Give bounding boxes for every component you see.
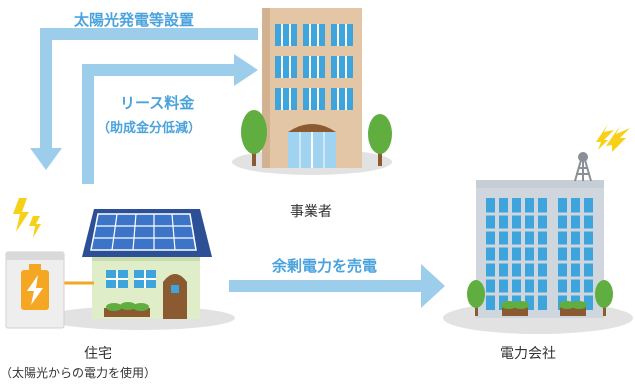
business-building bbox=[232, 8, 392, 175]
lease-fee-label: リース料金 bbox=[120, 94, 195, 112]
lease-note-label: （助成金分低減） bbox=[97, 121, 202, 136]
install-flow-label: 太陽光発電等設置 bbox=[74, 11, 195, 29]
battery-unit bbox=[5, 251, 65, 329]
lightning-icon bbox=[13, 198, 41, 238]
arrow-lease bbox=[82, 64, 236, 184]
lightning-icon bbox=[596, 124, 630, 152]
utility-label: 電力会社 bbox=[500, 346, 556, 362]
house-note-label: （太陽光からの電力を使用） bbox=[0, 366, 157, 380]
surplus-flow-label: 余剰電力を売電 bbox=[272, 257, 378, 275]
arrow-install-head bbox=[30, 148, 62, 170]
battery-icon bbox=[21, 264, 49, 310]
arrow-lease-head bbox=[234, 54, 258, 86]
utility-building bbox=[443, 152, 633, 334]
house-label: 住宅 bbox=[84, 346, 112, 362]
business-label: 事業者 bbox=[290, 204, 332, 220]
arrow-surplus-head bbox=[421, 264, 445, 308]
arrow-surplus bbox=[229, 280, 423, 292]
antenna-icon bbox=[574, 152, 592, 182]
arrow-install bbox=[40, 28, 258, 150]
house bbox=[45, 209, 235, 330]
solar-panel-icon bbox=[90, 213, 197, 251]
